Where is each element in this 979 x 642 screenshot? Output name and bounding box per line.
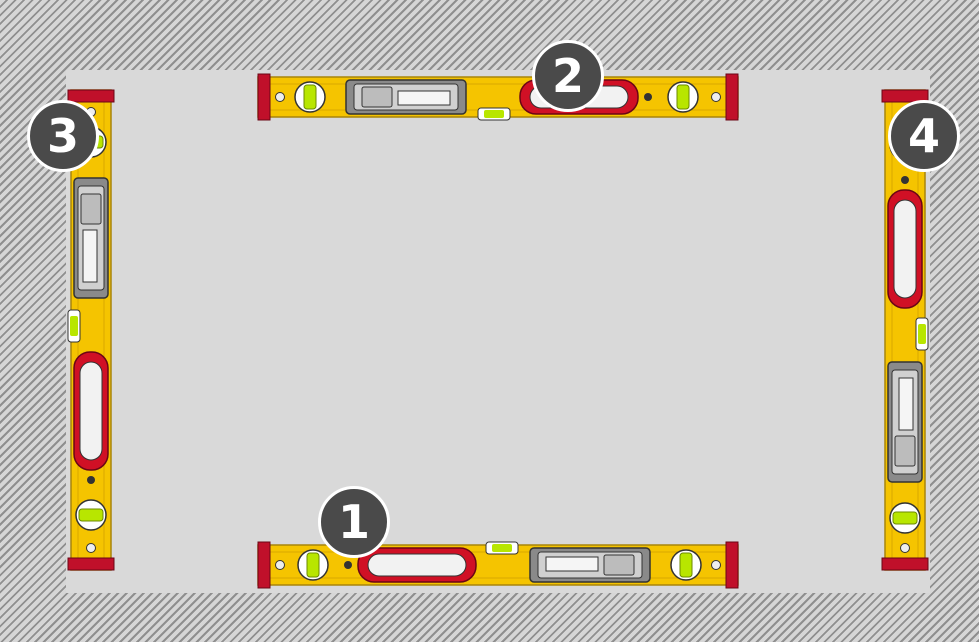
- marker-badge-4: 4: [888, 100, 960, 172]
- marker-badge-3: 3: [27, 100, 99, 172]
- marker-badge-2: 2: [532, 40, 604, 112]
- level-2: [258, 74, 738, 120]
- marker-badge-1: 1: [318, 486, 390, 558]
